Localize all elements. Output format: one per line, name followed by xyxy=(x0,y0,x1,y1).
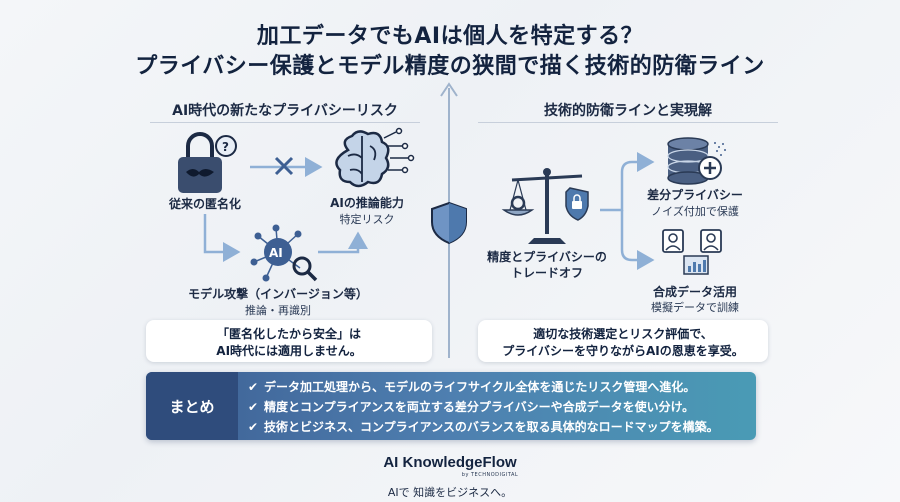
sublabel-model-attack: 推論・再識別 xyxy=(245,304,311,317)
shield-icon xyxy=(431,201,467,245)
page-title-line2: プライバシー保護とモデル精度の狭間で描く技術的防衛ライン xyxy=(135,54,765,79)
scale-icon xyxy=(501,168,589,244)
label-model-attack: モデル攻撃（インバージョン等） xyxy=(188,287,368,301)
svg-text:?: ? xyxy=(222,140,229,154)
synthetic-data-icon xyxy=(662,229,722,275)
left-note-line1: 「匿名化したから安全」は xyxy=(216,327,361,341)
brand-name: AI KnowledgeFlow xyxy=(383,454,517,471)
sublabel-inference: 特定リスク xyxy=(339,213,395,226)
summary-box: まとめ ✔データ加工処理から、モデルのライフサイクル全体を通じたリスク管理へ進化… xyxy=(146,372,756,440)
left-section-heading: AI時代の新たなプライバシーリスク xyxy=(172,103,398,119)
arrow-anon-to-attack xyxy=(203,214,241,262)
left-note: 「匿名化したから安全」は AI時代には適用しません。 xyxy=(146,320,432,362)
label-tradeoff-line1: 精度とプライバシーの xyxy=(487,250,607,264)
label-differential-privacy: 差分プライバシー xyxy=(647,188,743,202)
summary-item: ✔データ加工処理から、モデルのライフサイクル全体を通じたリスク管理へ進化。 xyxy=(248,377,719,397)
right-section-rule xyxy=(478,122,778,123)
brand-by: by TECHNODIGITAL xyxy=(461,472,519,478)
brain-icon xyxy=(335,127,415,188)
label-inference: AIの推論能力 xyxy=(330,196,404,210)
summary-list: ✔データ加工処理から、モデルのライフサイクル全体を通じたリスク管理へ進化。 ✔精… xyxy=(248,377,719,437)
left-note-line2: AI時代には適用しません。 xyxy=(216,344,362,358)
sublabel-synthetic-data: 模擬データで訓練 xyxy=(651,301,739,314)
database-icon xyxy=(667,137,726,185)
summary-label: まとめ xyxy=(146,372,238,440)
right-section-heading: 技術的防衛ラインと実現解 xyxy=(544,103,712,119)
sublabel-differential-privacy: ノイズ付加で保護 xyxy=(651,205,739,218)
brand-tagline: AIで 知識をビジネスへ。 xyxy=(387,486,513,499)
arrow-attack-to-inference xyxy=(318,231,368,254)
arrow-to-differential-privacy xyxy=(600,152,655,212)
page-title-line1: 加工データでもAIは個人を特定する？ xyxy=(256,24,644,49)
left-section-rule xyxy=(150,122,420,123)
summary-item: ✔精度とコンプライアンスを両立する差分プライバシーや合成データを使い分け。 xyxy=(248,397,719,417)
check-icon: ✔ xyxy=(248,400,259,414)
check-icon: ✔ xyxy=(248,420,259,434)
check-icon: ✔ xyxy=(248,380,259,394)
summary-item: ✔技術とビジネス、コンプライアンスのバランスを取る具体的なロードマップを構築。 xyxy=(248,417,719,437)
right-note: 適切な技術選定とリスク評価で、 プライバシーを守りながらAIの恩恵を享受。 xyxy=(478,320,768,362)
cross-icon xyxy=(274,156,294,176)
label-synthetic-data: 合成データ活用 xyxy=(652,285,737,299)
center-arrow-up xyxy=(440,82,458,97)
lock-icon: ? xyxy=(178,132,237,193)
svg-text:AI: AI xyxy=(269,246,283,260)
arrow-to-synthetic-data xyxy=(620,210,655,270)
right-note-line2: プライバシーを守りながらAIの恩恵を享受。 xyxy=(502,344,744,358)
ai-network-icon: AI xyxy=(250,224,318,282)
right-note-line1: 適切な技術選定とリスク評価で、 xyxy=(533,327,713,341)
label-anonymization: 従来の匿名化 xyxy=(168,197,241,211)
label-tradeoff-line2: トレードオフ xyxy=(510,266,583,280)
